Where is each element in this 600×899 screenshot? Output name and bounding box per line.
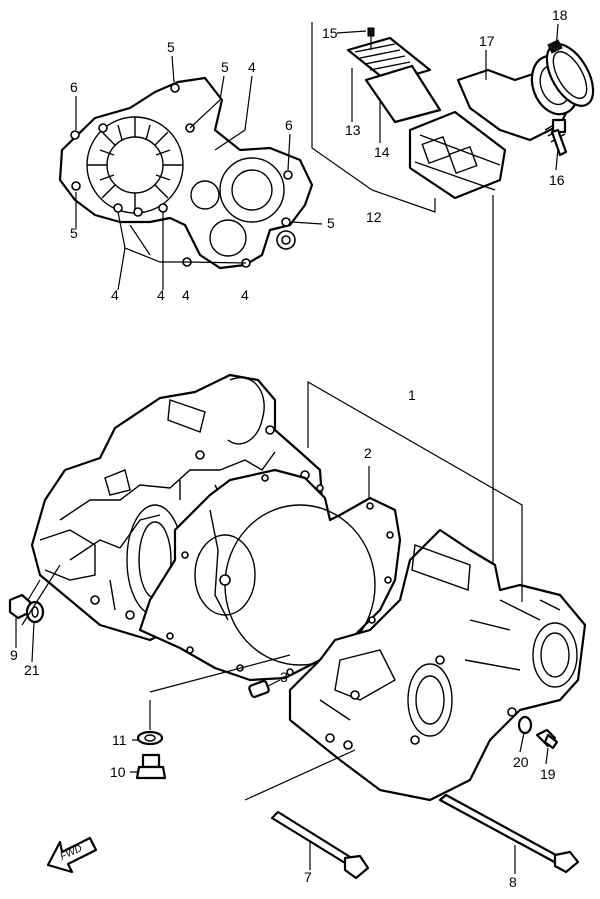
leader-1-group xyxy=(307,380,523,602)
callout-7: 7 xyxy=(304,869,312,885)
callout-5-top-mid: 5 xyxy=(221,59,229,75)
callout-9: 9 xyxy=(10,647,18,663)
callout-12: 12 xyxy=(366,209,382,225)
crankcase-right-half xyxy=(288,528,587,802)
crankcase-cover-bolt-pattern xyxy=(58,76,314,291)
dowel-pin xyxy=(248,679,281,698)
callout-1: 1 xyxy=(408,387,416,403)
callout-19: 19 xyxy=(540,766,556,782)
crankcase-left-half xyxy=(30,373,324,642)
callout-leaders xyxy=(15,23,559,874)
crankcase-gasket xyxy=(138,466,402,682)
bolt-washer-left xyxy=(8,564,61,626)
bolt-washer-right xyxy=(517,715,559,750)
callout-4-bottom-1: 4 xyxy=(111,287,119,303)
callout-20: 20 xyxy=(513,754,529,770)
callout-6-left: 6 xyxy=(70,79,78,95)
fwd-arrow xyxy=(46,836,98,874)
callout-13: 13 xyxy=(345,122,361,138)
intake-pipe-clamp xyxy=(456,39,595,157)
callout-11: 11 xyxy=(112,732,127,748)
reed-valve-assembly xyxy=(346,27,507,200)
callout-10: 10 xyxy=(110,764,126,780)
long-bolts xyxy=(244,749,580,880)
callout-5-right: 5 xyxy=(327,215,335,231)
callout-4-bottom-2: 4 xyxy=(157,287,165,303)
callout-16: 16 xyxy=(549,172,565,188)
callout-3: 3 xyxy=(280,669,288,685)
callout-5-left: 5 xyxy=(70,225,78,241)
callout-18: 18 xyxy=(552,7,568,23)
callout-17: 17 xyxy=(479,33,495,49)
callout-4-top-right: 4 xyxy=(248,59,256,75)
callout-21: 21 xyxy=(24,662,40,678)
leader-12-group xyxy=(311,22,436,213)
callout-labels: 5 5 4 6 6 5 5 4 4 4 4 15 13 14 12 17 18 … xyxy=(10,7,568,890)
callout-8: 8 xyxy=(509,874,517,890)
callout-14: 14 xyxy=(374,144,390,160)
callout-2: 2 xyxy=(364,445,372,461)
drain-bolt-washer xyxy=(135,654,291,780)
callout-15: 15 xyxy=(322,25,338,41)
callout-6-right: 6 xyxy=(285,117,293,133)
callout-4-bottom-4: 4 xyxy=(241,287,249,303)
callout-5-top-left: 5 xyxy=(167,39,175,55)
callout-4-bottom-3: 4 xyxy=(182,287,190,303)
